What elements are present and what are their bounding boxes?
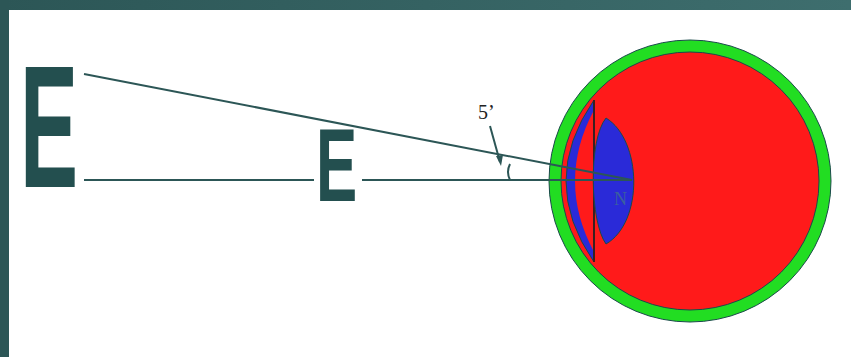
axis-line	[362, 179, 632, 181]
angle-arc	[508, 164, 510, 180]
upper-ray	[84, 74, 632, 180]
optotype-small: E	[316, 114, 357, 217]
angle-label: 5’	[478, 102, 495, 122]
axis-line	[84, 179, 314, 181]
frame-top	[0, 0, 851, 10]
arrowhead	[496, 155, 503, 166]
nodal-point-label: N	[614, 190, 627, 208]
frame-left	[0, 0, 9, 357]
optotype-large: E	[20, 40, 78, 214]
